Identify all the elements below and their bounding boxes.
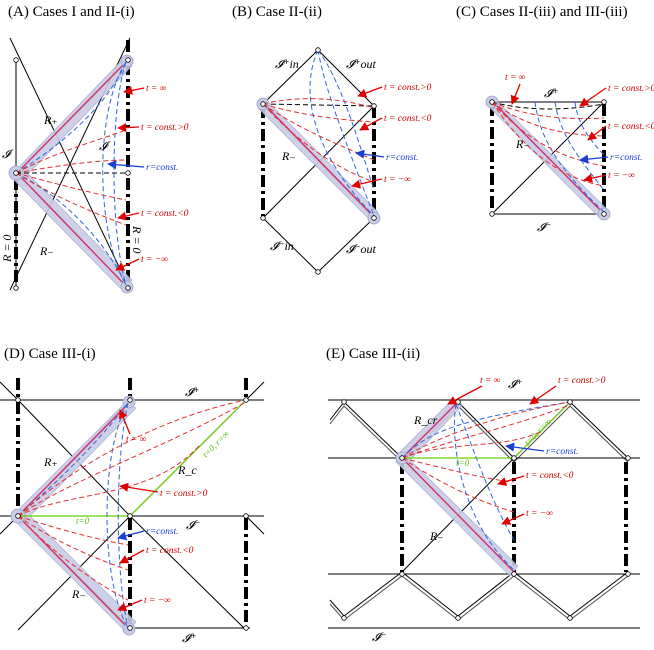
scri-minus-e: 𝓘⁻ <box>372 630 386 644</box>
scri-out-plus: 𝓘⁺out <box>346 57 376 71</box>
panel-b: (B) Case II-(ii) 𝓘⁺in 𝓘⁺out R₋ <box>232 4 432 275</box>
t-neg-label-c: t = const.<0 <box>608 122 654 132</box>
t-inf-label-e: t = ∞ <box>480 376 501 386</box>
r-const-label-c: r=const. <box>610 153 643 163</box>
t-neg-label-b: t = const.<0 <box>384 114 432 124</box>
t-minf-label-c: t = −∞ <box>608 171 635 181</box>
t-minf-label-b: t = −∞ <box>384 175 411 185</box>
t-minf-label: t = −∞ <box>141 255 168 265</box>
r-minus-label-b: R₋ <box>281 149 296 163</box>
r-plus-label: R₊ <box>43 113 58 127</box>
t-zero-r-inf-label-d: t=0, r=∞ <box>200 429 231 460</box>
scri-plus-e: 𝓘⁺ <box>508 377 522 391</box>
t-inf-label-d: t = ∞ <box>126 435 147 445</box>
t-neg-label: t = const.<0 <box>141 209 189 219</box>
t-minf-label-e: t = −∞ <box>526 509 553 519</box>
t-zero-label-e: t=0 <box>456 458 470 468</box>
t-zero-label-d: t=0 <box>76 516 90 526</box>
r-minus-label: R₋ <box>39 244 54 258</box>
r-const-label-e: r=const. <box>546 447 579 457</box>
t-neg-label-e: t = const.<0 <box>526 471 574 481</box>
scri-left: 𝓘 <box>2 147 14 161</box>
t-inf-label-c: t = ∞ <box>505 73 526 83</box>
r-const-label-b: r=const. <box>386 153 419 163</box>
scri-minus-d: 𝓘⁻ <box>186 518 200 532</box>
r-zero-right-label: R = 0 <box>130 225 144 253</box>
r-const-label: r=const. <box>146 163 179 173</box>
r-minus-label-d: R₋ <box>71 587 86 601</box>
r-cr-label: R_cr <box>413 413 438 427</box>
t-zero-r-inf-label-e: t=0, r=∞ <box>522 417 553 448</box>
scri-in-plus: 𝓘⁺in <box>275 57 299 71</box>
r-minus-label-c: R₋ <box>515 137 530 151</box>
panel-a: (A) Cases I and II-(i) 𝓘 <box>0 4 189 294</box>
t-inf-label: t = ∞ <box>146 84 167 94</box>
r-c-label: R_c <box>177 463 197 477</box>
r-zero-left-label: R = 0 <box>0 235 14 263</box>
r-const-label-d: r=const. <box>146 527 179 537</box>
scri-plus-c: 𝓘⁺ <box>544 86 558 100</box>
panel-b-title: (B) Case II-(ii) <box>232 4 322 20</box>
panel-a-title: (A) Cases I and II-(i) <box>8 4 135 20</box>
t-pos-label-b: t = const.>0 <box>384 83 432 93</box>
t-pos-label-d: t = const.>0 <box>160 489 208 499</box>
scri-minus-c: 𝓘⁻ <box>537 220 551 234</box>
panel-c-title: (C) Cases II-(iii) and III-(iii) <box>456 4 628 20</box>
scri-plus-top-d: 𝓘⁺ <box>185 385 199 399</box>
t-pos-label-c: t = const.>0 <box>608 84 654 94</box>
scri-plus-bottom-d: 𝓘⁺ <box>182 631 196 645</box>
r-minus-label-e: R₋ <box>429 529 444 543</box>
t-pos-label: t = const.>0 <box>141 123 189 133</box>
panel-c: (C) Cases II-(iii) and III-(iii) 𝓘⁺ 𝓘⁻ R… <box>456 4 654 234</box>
panel-e: (E) Case III-(ii) <box>326 346 640 644</box>
r-plus-label-d: R₊ <box>43 455 58 469</box>
scri-in-minus: 𝓘⁻in <box>270 239 294 253</box>
panel-d-title: (D) Case III-(i) <box>4 346 96 362</box>
scri-out-minus: 𝓘⁻out <box>346 242 376 256</box>
panel-d: (D) Case III-(i) <box>0 346 265 645</box>
t-neg-label-d: t = const.<0 <box>146 546 194 556</box>
panel-e-title: (E) Case III-(ii) <box>326 346 420 362</box>
scri-right: 𝓘 <box>99 139 111 153</box>
t-minf-label-d: t = −∞ <box>144 596 171 606</box>
t-pos-label-e: t = const.>0 <box>558 376 606 386</box>
